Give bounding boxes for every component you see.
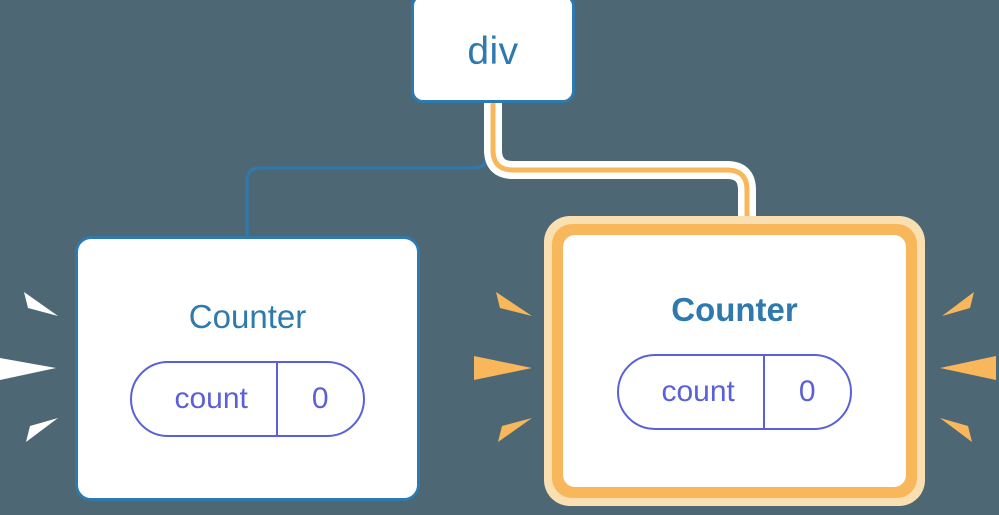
counter-right-prop-key: count <box>661 374 735 408</box>
sparkle-ray <box>940 356 996 380</box>
edge-div-to-counter-right-halo <box>484 100 756 232</box>
node-counter-right-highlight-ring: Counter count 0 <box>544 216 925 506</box>
counter-left-prop-value: 0 <box>275 363 363 435</box>
sparkle-ray <box>0 358 56 380</box>
counter-right-prop-value: 0 <box>762 355 850 428</box>
counter-left-prop-key: count <box>174 382 248 415</box>
node-counter-right[interactable]: Counter count 0 <box>563 235 906 487</box>
edge-div-to-counter-right <box>490 100 750 232</box>
sparkle-ray <box>26 418 58 442</box>
counter-left-prop-pill[interactable]: count 0 <box>130 361 365 437</box>
sparkle-ray <box>24 292 58 316</box>
node-counter-right-ring: Counter count 0 <box>552 224 917 498</box>
sparkles-right-orange <box>940 292 996 442</box>
counter-left-content: Counter count 0 <box>78 239 417 498</box>
node-div[interactable]: div <box>411 0 575 103</box>
edge-div-to-counter-left <box>245 101 489 238</box>
sparkles-left-white <box>0 292 58 442</box>
node-div-label: div <box>467 30 519 73</box>
counter-right-content: Counter count 0 <box>563 235 906 487</box>
node-counter-left[interactable]: Counter count 0 <box>75 236 420 501</box>
sparkle-ray <box>942 292 974 316</box>
counter-left-title: Counter <box>188 298 307 335</box>
sparkle-ray <box>940 418 972 442</box>
sparkle-ray <box>474 356 532 380</box>
counter-right-title: Counter <box>671 290 798 328</box>
counter-right-prop-pill[interactable]: count 0 <box>617 353 852 430</box>
sparkles-middle-orange <box>474 292 532 442</box>
sparkle-ray <box>496 292 532 316</box>
sparkle-ray <box>498 418 532 442</box>
